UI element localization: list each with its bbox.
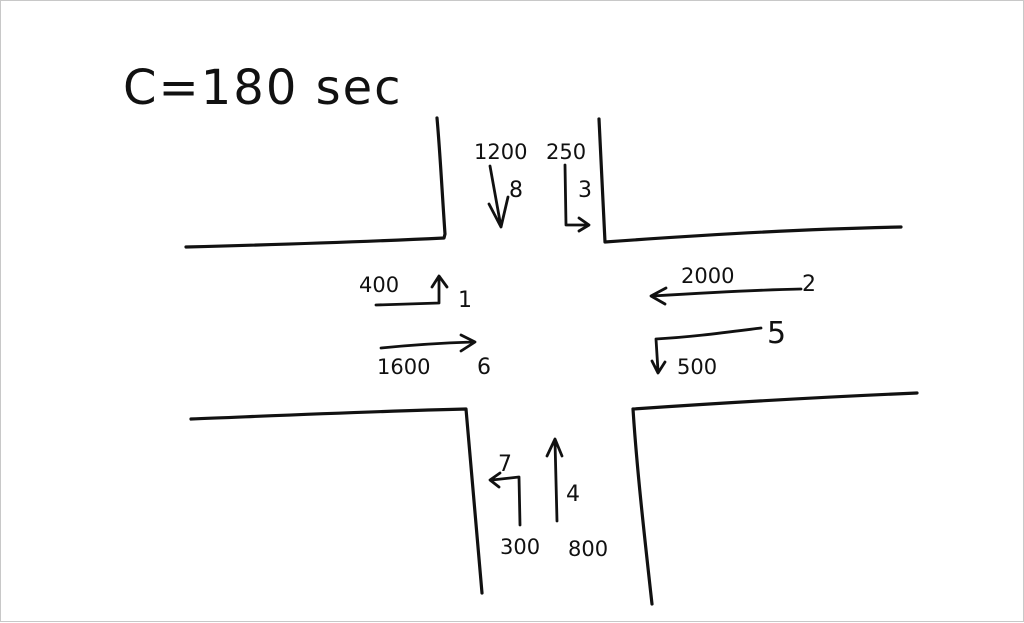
northbound-left-arrow: [488, 471, 522, 527]
westbound-through-movement: 2: [802, 272, 816, 297]
northbound-approach: 7 4 300 800: [488, 437, 608, 561]
westbound-left-volume: 500: [677, 355, 717, 379]
westbound-left-movement: 5: [767, 316, 786, 351]
eastbound-through-volume: 1600: [377, 355, 430, 379]
road-edge-south-right: [631, 391, 919, 606]
road-edges: [184, 116, 919, 606]
road-edge-south-left: [189, 407, 484, 595]
northbound-through-volume: 800: [568, 537, 608, 561]
northbound-through-movement: 4: [566, 482, 580, 507]
eastbound-left-volume: 400: [359, 273, 399, 297]
westbound-through-arrow: [649, 286, 803, 306]
southbound-through-volume: 1200: [474, 140, 527, 164]
road-edge-north-right: [597, 117, 903, 244]
road-edge-north-left: [184, 116, 447, 249]
southbound-right-arrow: [563, 163, 591, 233]
southbound-through-arrow: [487, 164, 510, 229]
northbound-through-arrow: [545, 437, 564, 523]
eastbound-left-arrow: [374, 274, 449, 307]
eastbound-left-movement: 1: [458, 288, 472, 313]
southbound-approach: 1200 8 250 3: [474, 140, 592, 233]
eastbound-through-movement: 6: [477, 355, 491, 380]
westbound-left-arrow: [650, 326, 763, 375]
cycle-length-title: C=180 sec: [123, 60, 403, 116]
eastbound-through-arrow: [379, 333, 477, 353]
southbound-right-movement: 3: [578, 178, 592, 203]
westbound-approach: 2000 2 500 5: [649, 264, 816, 379]
northbound-left-movement: 7: [498, 452, 512, 477]
southbound-right-volume: 250: [546, 140, 586, 164]
northbound-left-volume: 300: [500, 535, 540, 559]
westbound-through-volume: 2000: [681, 264, 734, 288]
southbound-through-movement: 8: [509, 178, 523, 203]
eastbound-approach: 400 1 1600 6: [359, 273, 491, 380]
